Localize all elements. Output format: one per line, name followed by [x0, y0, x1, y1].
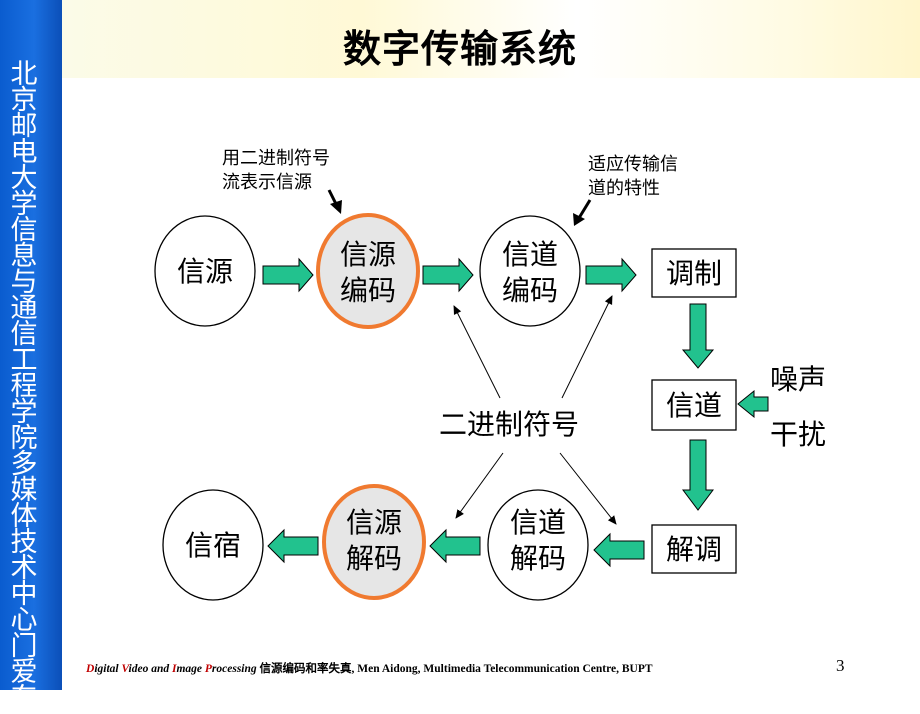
arrow-demodulator-to-channel-decoder	[593, 532, 645, 568]
arrow-noise-to-channel	[737, 389, 769, 419]
source-encoder-node	[316, 213, 420, 329]
channel-box	[651, 379, 737, 431]
footer-d: D	[86, 663, 95, 675]
footer-mage: mage	[176, 663, 205, 675]
label-source-encoder-line1: 信源	[340, 238, 396, 271]
footer-author: , Men Aidong, Multimedia Telecommunicati…	[351, 663, 653, 675]
label-demodulator: 解调	[666, 533, 722, 566]
label-sink: 信宿	[185, 529, 241, 562]
label-source-encoder-line2: 编码	[340, 274, 396, 307]
footer-i: I	[171, 663, 177, 675]
label-source: 信源	[177, 255, 233, 288]
label-modulator: 调制	[666, 257, 722, 290]
source-node	[154, 215, 256, 327]
footer-p: P	[204, 663, 212, 675]
arrow-channel-encoder-to-modulator	[585, 257, 637, 293]
binary-arrow-to-demodulator	[559, 452, 617, 525]
note-binary-line2: 流表示信源	[222, 172, 312, 193]
footer-citation: Digital Video and Image Processing 信源编码和…	[86, 660, 653, 676]
label-channel-decoder-line2: 解码	[510, 542, 566, 575]
sidebar-text: 北京邮电大学信息与通信工程学院多媒体技术中心门爱东	[10, 59, 38, 714]
label-interference: 干扰	[770, 418, 826, 451]
arrow-source-to-encoder	[262, 257, 314, 293]
footer-chinese-title: 信源编码和率失真	[259, 661, 352, 675]
arrow-channel-decoder-to-source-decoder	[429, 528, 481, 564]
label-channel: 信道	[666, 389, 722, 422]
label-channel-encoder-line2: 编码	[502, 274, 558, 307]
transmission-diagram: 信源 信源 编码 信道 编码 调制 信道 解调 信道 解码 信源 解码 信宿 用…	[154, 148, 826, 601]
footer-igital: igital	[94, 663, 122, 675]
modulator-box	[651, 248, 737, 298]
channel-decoder-node	[487, 489, 589, 601]
page-number: 3	[836, 656, 845, 675]
arrow-encoder-to-channel-encoder	[422, 257, 474, 293]
binary-arrow-to-channel-encoder	[561, 295, 613, 399]
pointer-arrow-channel-note	[577, 199, 592, 219]
label-binary-symbol: 二进制符号	[439, 408, 579, 441]
label-channel-decoder-line1: 信道	[510, 506, 566, 539]
label-channel-encoder-line1: 信道	[502, 238, 558, 271]
note-channel-line1: 适应传输信	[588, 154, 678, 175]
demodulator-box	[651, 524, 737, 574]
arrow-channel-to-demodulator	[682, 439, 714, 511]
binary-arrow-to-source-decoder	[455, 452, 504, 519]
label-noise: 噪声	[770, 363, 826, 396]
footer-v: V	[121, 663, 129, 675]
slide-title: 数字传输系统	[342, 27, 577, 71]
header-decoration	[62, 0, 920, 78]
label-source-decoder-line1: 信源	[346, 506, 402, 539]
footer-rocessing: rocessing	[211, 663, 260, 675]
arrow-source-decoder-to-sink	[267, 528, 319, 564]
note-binary-line1: 用二进制符号	[222, 148, 330, 169]
sink-node	[162, 489, 264, 601]
footer-ideo-and: ideo and	[128, 663, 172, 675]
channel-encoder-node	[479, 215, 581, 327]
label-source-decoder-line2: 解码	[346, 542, 402, 575]
source-decoder-node	[322, 484, 426, 600]
note-channel-line2: 道的特性	[588, 178, 660, 199]
binary-arrow-to-source-encoder	[453, 305, 501, 399]
pointer-arrow-binary-note-head	[330, 200, 342, 214]
arrow-modulator-to-channel	[681, 303, 715, 369]
pointer-arrow-channel-note-head	[573, 213, 585, 226]
sidebar-banner: 北京邮电大学信息与通信工程学院多媒体技术中心门爱东	[0, 0, 62, 712]
